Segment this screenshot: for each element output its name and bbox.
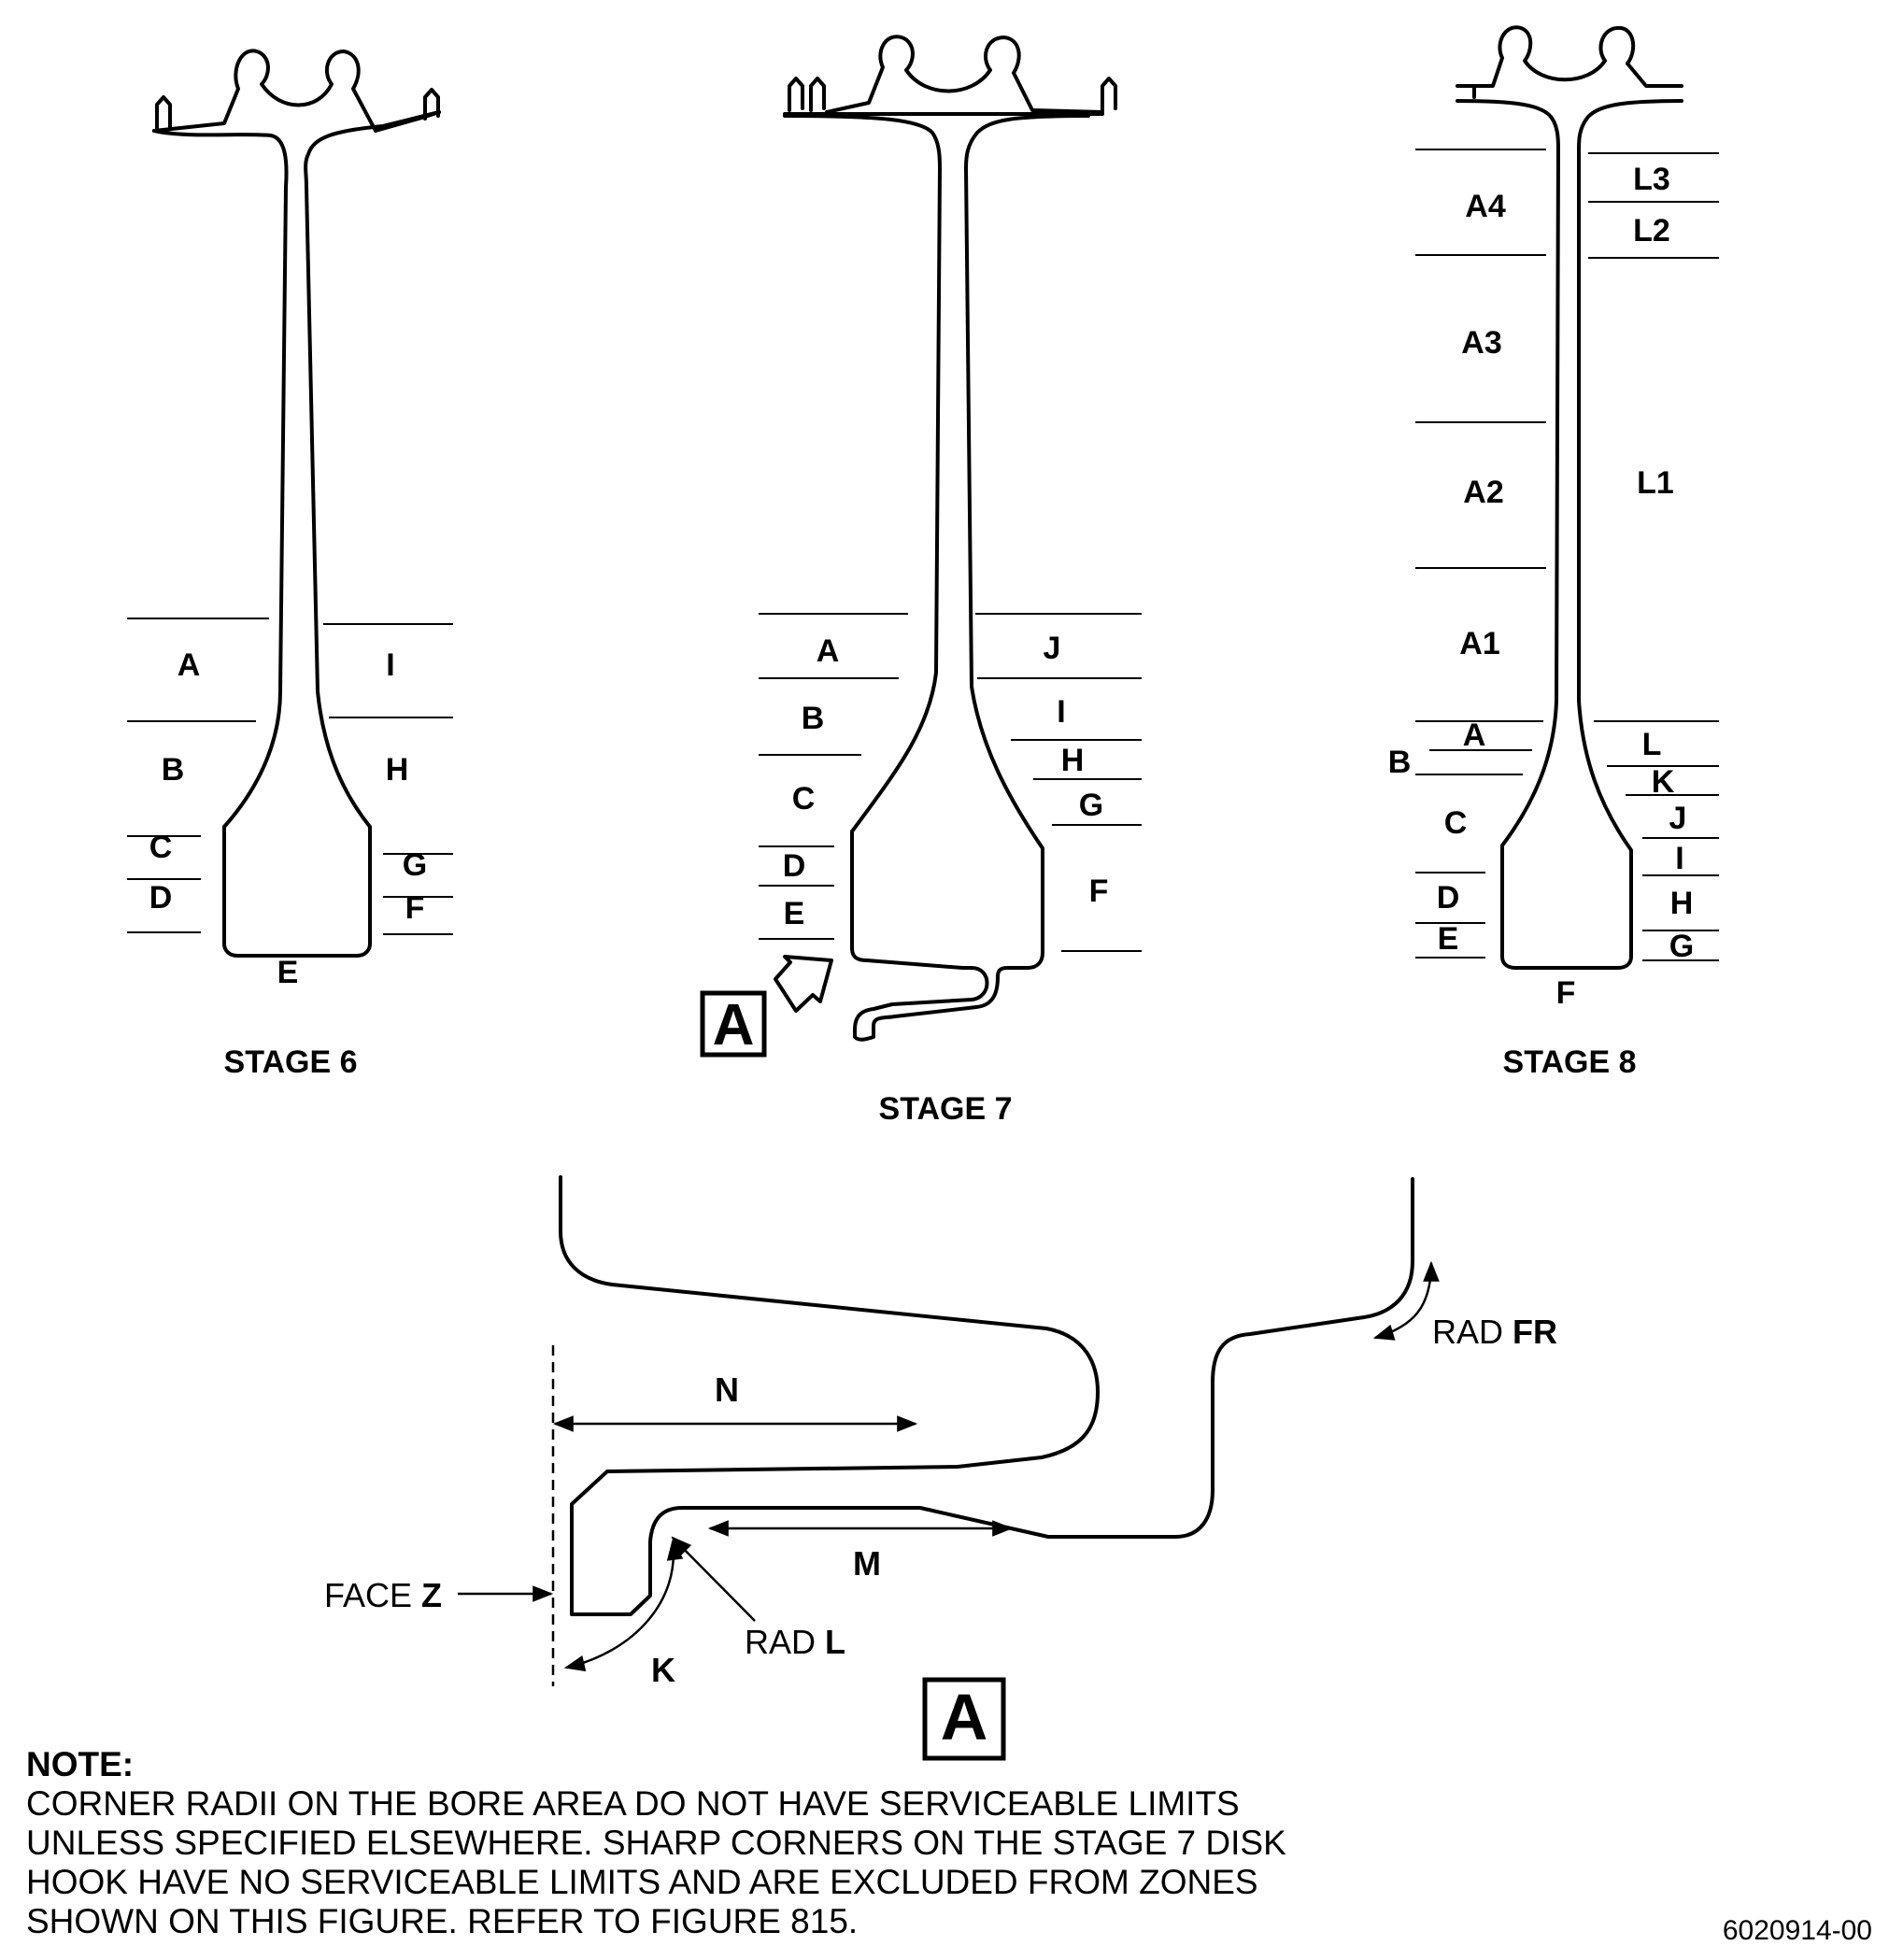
stage-8-zone-left: C xyxy=(1444,805,1468,841)
stage-7-zone-left: A xyxy=(817,633,840,669)
stage-6-disk xyxy=(152,49,441,958)
note-heading: NOTE: xyxy=(26,1745,135,1783)
stage-7-zone-right: I xyxy=(1057,694,1065,730)
detail-a-title-box xyxy=(922,1677,1006,1761)
stage-8-labels: A4 A3 A2 A1 A B C D E L3 L2 L1 L K J I H… xyxy=(1388,162,1695,1080)
stage-6-zone-lines xyxy=(127,618,453,935)
figure-id: 6020914-00 xyxy=(1722,1915,1872,1946)
stage-8-zone-left: B xyxy=(1388,745,1412,780)
stage-8-zone-right: K xyxy=(1652,764,1675,800)
dimension-k-arrow xyxy=(563,1539,684,1672)
detail-a-dimensions: N M K xyxy=(552,1371,1014,1689)
stage-7-zone-left: E xyxy=(784,896,805,931)
stage-7-labels: A B C D E J I H G F A STAGE 7 xyxy=(700,631,1109,1127)
stage-6-title: STAGE 6 xyxy=(224,1044,358,1080)
stage-7-zone-left: B xyxy=(802,701,825,736)
stage-7-zone-right: G xyxy=(1079,788,1103,823)
stage-8-zone-right: L xyxy=(1642,727,1662,762)
stage-8-zone-left: D xyxy=(1437,880,1460,916)
figure-note: NOTE: CORNER RADII ON THE BORE AREA DO N… xyxy=(26,1745,1427,1941)
rad-fr-arrow xyxy=(1372,1260,1440,1341)
stage-7-zone-right: H xyxy=(1061,743,1085,778)
detail-a-title: A xyxy=(941,1681,988,1754)
stage-7-zone-left: C xyxy=(792,781,816,817)
stage-7-zone-left: D xyxy=(783,848,806,884)
stage-7-zone-right: F xyxy=(1089,873,1109,909)
stage-8-zone-left: E xyxy=(1438,921,1459,957)
view-a-marker-label: A xyxy=(713,993,755,1058)
stage-8-zone-right: L1 xyxy=(1637,465,1674,501)
stage-8-zone-right: I xyxy=(1675,841,1683,876)
stage-8-zone-left: A xyxy=(1463,717,1486,753)
stage-8-title: STAGE 8 xyxy=(1503,1044,1637,1080)
stage-6-zone-left: D xyxy=(149,880,173,916)
detail-a-profile xyxy=(551,1175,1414,1686)
stage-6-zone-right: F xyxy=(405,890,425,926)
stage-8-zone-right: L2 xyxy=(1633,213,1670,249)
stage-6-labels: A B C D I H G F E STAGE 6 xyxy=(149,647,428,1080)
stage-8-zone-right: G xyxy=(1669,929,1694,964)
stage-7-disk xyxy=(783,35,1117,1042)
stage-6-zone-right: H xyxy=(386,752,409,788)
rad-l-callout: RAD L xyxy=(745,1623,845,1661)
stage-7-title: STAGE 7 xyxy=(879,1091,1013,1127)
rad-l-leader xyxy=(671,1536,756,1622)
stage-7-zone-lines xyxy=(759,613,1142,952)
stage-8-zone-left: A3 xyxy=(1461,325,1501,361)
stage-8-zone-lines xyxy=(1415,149,1719,961)
stage-6-zone-left: A xyxy=(178,647,201,683)
stage-7-zone-right: J xyxy=(1044,631,1061,666)
stage-8-disk xyxy=(1456,25,1683,970)
stage-6-zone-bottom: E xyxy=(277,955,299,990)
note-text: CORNER RADII ON THE BORE AREA DO NOT HAV… xyxy=(26,1784,1286,1940)
dimension-k-label: K xyxy=(651,1651,675,1689)
face-z-callout: FACE Z xyxy=(324,1576,442,1614)
stage-6-zone-left: B xyxy=(162,752,185,788)
stage-8-zone-right: L3 xyxy=(1633,162,1670,197)
stage-8-zone-left: A2 xyxy=(1463,475,1503,510)
dimension-m-label: M xyxy=(853,1544,881,1583)
stage-8-zone-right: J xyxy=(1669,801,1687,836)
stage-6-zone-right: G xyxy=(403,847,427,883)
detail-a-callouts: FACE Z RAD L RAD FR A xyxy=(324,1260,1557,1761)
dimension-n-label: N xyxy=(715,1371,739,1409)
view-a-arrow-icon xyxy=(774,955,833,1013)
stage-6-zone-right: I xyxy=(386,647,394,683)
stage-8-zone-left: A4 xyxy=(1465,189,1506,224)
rad-fr-callout: RAD FR xyxy=(1432,1313,1557,1351)
stage-6-zone-left: C xyxy=(149,830,173,865)
stage-8-zone-left: A1 xyxy=(1459,626,1499,661)
stage-8-zone-right: H xyxy=(1670,886,1694,921)
stage-8-zone-bottom: F xyxy=(1556,975,1576,1011)
view-a-marker-box xyxy=(700,990,767,1058)
